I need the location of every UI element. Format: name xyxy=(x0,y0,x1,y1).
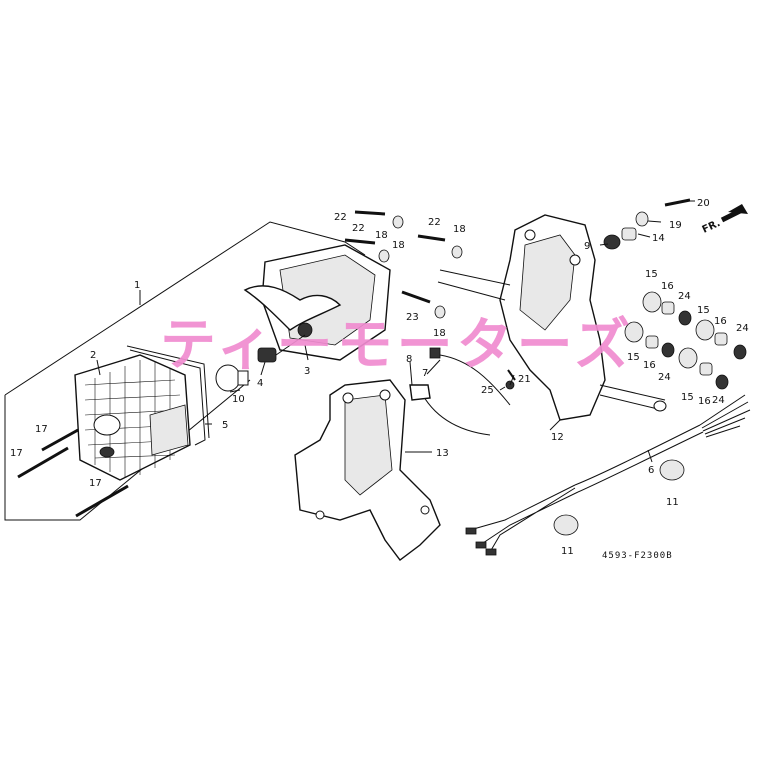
part-labels: 1 2 3 4 5 6 7 8 9 10 11 11 12 13 14 15 1… xyxy=(10,198,749,557)
assembly-outline xyxy=(4,221,366,396)
label-9: 9 xyxy=(584,241,590,252)
label-17b: 17 xyxy=(10,448,23,459)
label-12: 12 xyxy=(551,432,564,443)
label-15a: 15 xyxy=(645,269,658,280)
label-16a: 16 xyxy=(661,281,674,292)
label-18b: 18 xyxy=(392,240,405,251)
label-7: 7 xyxy=(422,368,428,379)
label-22b: 22 xyxy=(352,223,365,234)
label-16c: 16 xyxy=(643,360,656,371)
label-18a: 18 xyxy=(375,230,388,241)
label-11a: 11 xyxy=(666,497,679,508)
label-24c: 24 xyxy=(658,372,671,383)
label-1: 1 xyxy=(134,280,140,291)
grommet-11-lower xyxy=(553,514,579,536)
label-5: 5 xyxy=(222,420,228,431)
label-16d: 16 xyxy=(698,396,711,407)
label-24b: 24 xyxy=(736,323,749,334)
bulb xyxy=(215,364,249,392)
label-18c: 18 xyxy=(453,224,466,235)
label-19: 19 xyxy=(669,220,682,231)
fender-bracket xyxy=(437,214,667,421)
lens-gasket xyxy=(129,349,206,446)
label-6: 6 xyxy=(648,465,654,476)
label-16b: 16 xyxy=(714,316,727,327)
label-18d: 18 xyxy=(433,328,446,339)
label-14: 14 xyxy=(652,233,665,244)
drawing-code-main: 4593-F2300 xyxy=(602,551,667,561)
washers-18 xyxy=(378,215,463,319)
label-3: 3 xyxy=(304,366,310,377)
label-15b: 15 xyxy=(697,305,710,316)
label-25: 25 xyxy=(481,385,494,396)
drawing-code: 4593-F2300B xyxy=(602,551,673,561)
license-bracket xyxy=(294,379,441,561)
bolts-22 xyxy=(344,210,446,304)
label-20: 20 xyxy=(697,198,710,209)
label-4: 4 xyxy=(257,378,263,389)
label-10: 10 xyxy=(232,394,245,405)
wire-harness xyxy=(465,394,751,556)
taillight-base xyxy=(243,244,391,361)
label-21: 21 xyxy=(518,374,531,385)
label-23: 23 xyxy=(406,312,419,323)
label-24d: 24 xyxy=(712,395,725,406)
grommet-11-upper xyxy=(659,459,685,481)
label-17c: 17 xyxy=(89,478,102,489)
label-17a: 17 xyxy=(35,424,48,435)
label-8: 8 xyxy=(406,354,412,365)
license-wire xyxy=(409,347,511,436)
label-15d: 15 xyxy=(681,392,694,403)
front-direction-arrow xyxy=(720,204,748,223)
label-11b: 11 xyxy=(561,546,574,557)
label-22c: 22 xyxy=(428,217,441,228)
bulb-socket xyxy=(257,334,306,363)
screws-17 xyxy=(17,428,129,518)
label-15c: 15 xyxy=(627,352,640,363)
front-direction-label: FR. xyxy=(701,218,722,236)
leader-lines xyxy=(96,200,695,463)
drawing-code-suffix: B xyxy=(666,551,673,561)
taillight-lens xyxy=(74,354,191,481)
label-13: 13 xyxy=(436,448,449,459)
label-2: 2 xyxy=(90,350,96,361)
label-24a: 24 xyxy=(678,291,691,302)
label-22a: 22 xyxy=(334,212,347,223)
fasteners-right xyxy=(505,198,747,390)
